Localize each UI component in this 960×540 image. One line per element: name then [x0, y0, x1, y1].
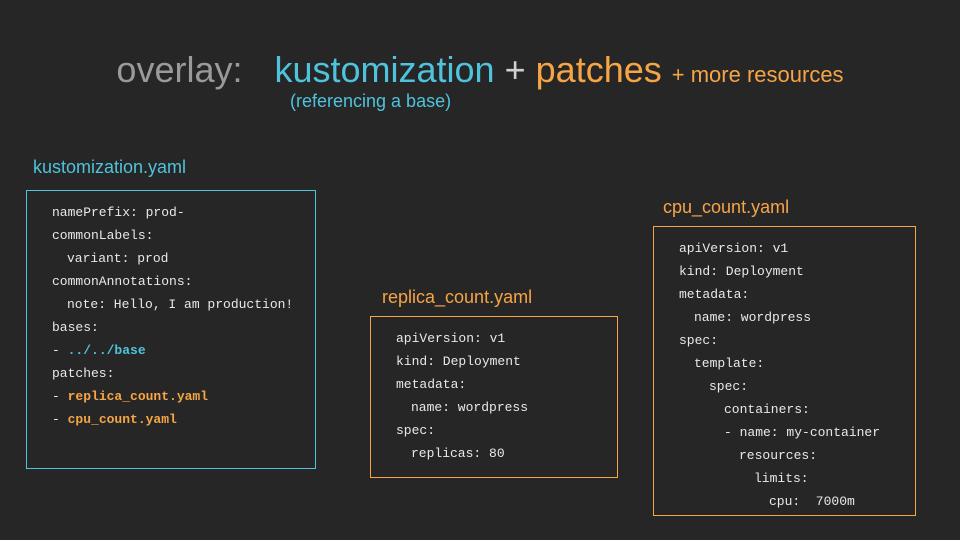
cpu-file-label: cpu_count.yaml — [663, 197, 790, 217]
code-line: metadata: — [654, 283, 915, 306]
replica-file-label: replica_count.yaml — [382, 287, 533, 307]
code-line: apiVersion: v1 — [371, 327, 617, 350]
code-text: apiVersion: v1 — [679, 241, 789, 256]
code-text: containers: — [724, 402, 810, 417]
code-text: spec: — [709, 379, 749, 394]
code-line: resources: — [654, 444, 915, 467]
code-line: template: — [654, 352, 915, 375]
code-text: name: wordpress — [694, 310, 812, 325]
code-line: replicas: 80 — [371, 442, 617, 465]
code-text: commonAnnotations: — [52, 274, 193, 289]
code-text: metadata: — [679, 287, 750, 302]
code-text: kind: Deployment — [396, 354, 521, 369]
code-text: variant: prod — [67, 251, 169, 266]
title-more-resources: + more resources — [671, 62, 844, 87]
code-line: limits: — [654, 467, 915, 490]
code-line: spec: — [371, 419, 617, 442]
code-text: metadata: — [396, 377, 467, 392]
code-line: cpu: 7000m — [654, 490, 915, 513]
code-text: replicas: 80 — [411, 446, 505, 461]
code-text: - — [52, 412, 68, 427]
code-line: containers: — [654, 398, 915, 421]
code-text: cpu: 7000m — [769, 494, 855, 509]
code-line: bases: — [27, 316, 315, 339]
code-line: metadata: — [371, 373, 617, 396]
code-line: - name: my-container — [654, 421, 915, 444]
code-highlight: ../../base — [67, 343, 146, 358]
code-line: namePrefix: prod- — [27, 201, 315, 224]
code-line: apiVersion: v1 — [654, 237, 915, 260]
code-text: bases: — [52, 320, 99, 335]
code-text: note: Hello, I am production! — [67, 297, 294, 312]
code-text: namePrefix: prod- — [52, 205, 185, 220]
code-highlight: cpu_count.yaml — [67, 412, 177, 427]
code-line: name: wordpress — [654, 306, 915, 329]
code-text: kind: Deployment — [679, 264, 804, 279]
code-text: apiVersion: v1 — [396, 331, 506, 346]
code-line: - ../../base — [27, 339, 315, 362]
code-line: name: wordpress — [371, 396, 617, 419]
code-text: resources: — [739, 448, 818, 463]
code-text: - — [52, 343, 68, 358]
code-line: note: Hello, I am production! — [27, 293, 315, 316]
code-highlight: replica_count.yaml — [67, 389, 209, 404]
code-text: template: — [694, 356, 765, 371]
code-text: - name: my-container — [724, 425, 881, 440]
code-line: spec: — [654, 329, 915, 352]
title-kustomization: kustomization — [274, 49, 495, 90]
code-text: - — [52, 389, 68, 404]
code-line: variant: prod — [27, 247, 315, 270]
code-text: limits: — [754, 471, 809, 486]
slide-subtitle: (referencing a base) — [290, 91, 452, 111]
cpu-code-box: apiVersion: v1 kind: Deployment metadata: n… — [653, 226, 916, 516]
code-line: commonAnnotations: — [27, 270, 315, 293]
code-text: commonLabels: — [52, 228, 154, 243]
title-overlay: overlay: — [116, 49, 243, 90]
code-text: spec: — [679, 333, 719, 348]
kustomization-code-box: namePrefix: prod-commonLabels: variant: p… — [26, 190, 316, 469]
kustomization-file-label: kustomization.yaml — [33, 157, 187, 177]
code-line: kind: Deployment — [371, 350, 617, 373]
code-line: patches: — [27, 362, 315, 385]
code-line: - cpu_count.yaml — [27, 408, 315, 431]
replica-code-box: apiVersion: v1 kind: Deployment metadata: n… — [370, 316, 618, 478]
title-patches: patches — [535, 49, 662, 90]
code-line: kind: Deployment — [654, 260, 915, 283]
title-plus: + — [504, 49, 526, 90]
code-text: spec: — [396, 423, 436, 438]
code-line: commonLabels: — [27, 224, 315, 247]
code-text: patches: — [52, 366, 115, 381]
slide-title: overlay: kustomization + patches + more r… — [0, 48, 960, 97]
code-text: name: wordpress — [411, 400, 529, 415]
code-line: - replica_count.yaml — [27, 385, 315, 408]
code-line: spec: — [654, 375, 915, 398]
